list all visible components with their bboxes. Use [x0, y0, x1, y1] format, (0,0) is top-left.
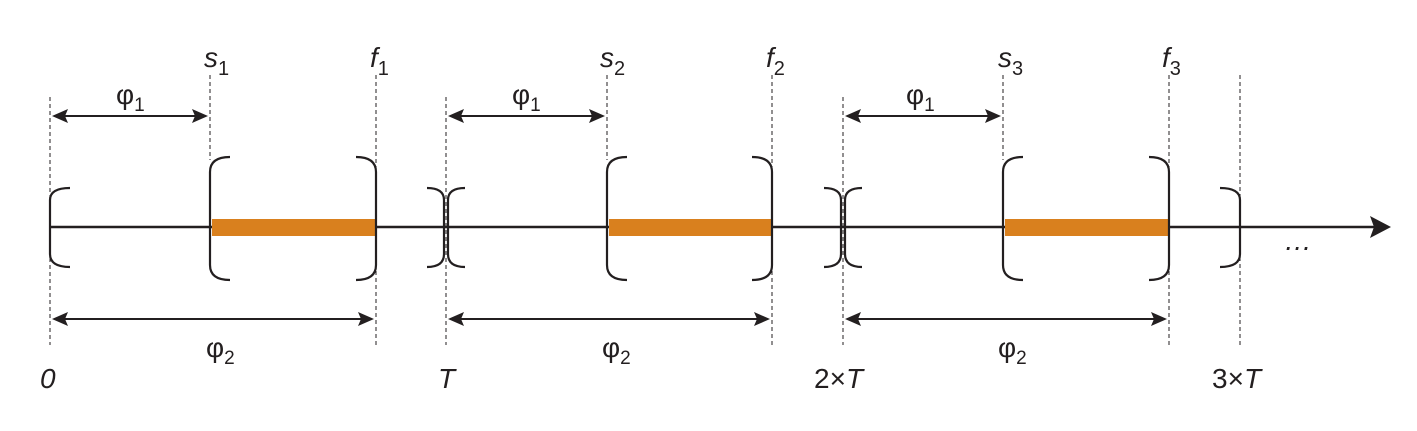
finish-marker-3: f3: [1162, 42, 1181, 80]
bracket-open-T: [446, 186, 466, 269]
marker-guides: [209, 75, 1170, 345]
time-label-2T: 2×T: [814, 363, 865, 394]
bracket-close-T: [426, 186, 446, 269]
phi2-label-3: φ2: [998, 332, 1027, 369]
bracket-open-s1: [208, 155, 231, 282]
time-label-0: 0: [40, 363, 56, 394]
phi1-label-3: φ1: [906, 79, 935, 116]
bracket-open-0: [48, 186, 71, 269]
phi1-label-2: φ1: [512, 79, 541, 116]
time-label-3T: 3×T: [1212, 363, 1263, 394]
bracket-close-3T: [1219, 186, 1242, 269]
phi2-label-2: φ2: [602, 332, 631, 369]
execution-interval-1: [212, 219, 375, 236]
start-marker-3: s3: [998, 42, 1023, 80]
time-label-T: T: [438, 363, 457, 394]
start-marker-2: s2: [600, 42, 625, 80]
finish-marker-1: f1: [370, 42, 389, 80]
bracket-open-s3: [1001, 155, 1024, 282]
finish-marker-2: f2: [766, 42, 785, 80]
time-axis-arrowhead: [1370, 216, 1391, 238]
bracket-close-f2: [751, 155, 774, 282]
execution-interval-2: [609, 219, 771, 236]
bracket-close-f1: [355, 155, 378, 282]
execution-interval-3: [1005, 219, 1168, 236]
phi2-arrowheads: [52, 312, 1167, 326]
bracket-close-2T: [823, 186, 843, 269]
bracket-open-2T: [843, 186, 863, 269]
brackets: [48, 155, 1242, 282]
continuation-ellipsis: …: [1284, 225, 1312, 256]
bracket-close-f3: [1148, 155, 1171, 282]
phi1-label-1: φ1: [116, 79, 145, 116]
period-guides: [49, 75, 1241, 345]
start-marker-1: s1: [204, 42, 229, 80]
phi2-label-1: φ2: [206, 332, 235, 369]
phi1-arrowheads: [52, 109, 1001, 123]
bracket-open-s2: [605, 155, 628, 282]
